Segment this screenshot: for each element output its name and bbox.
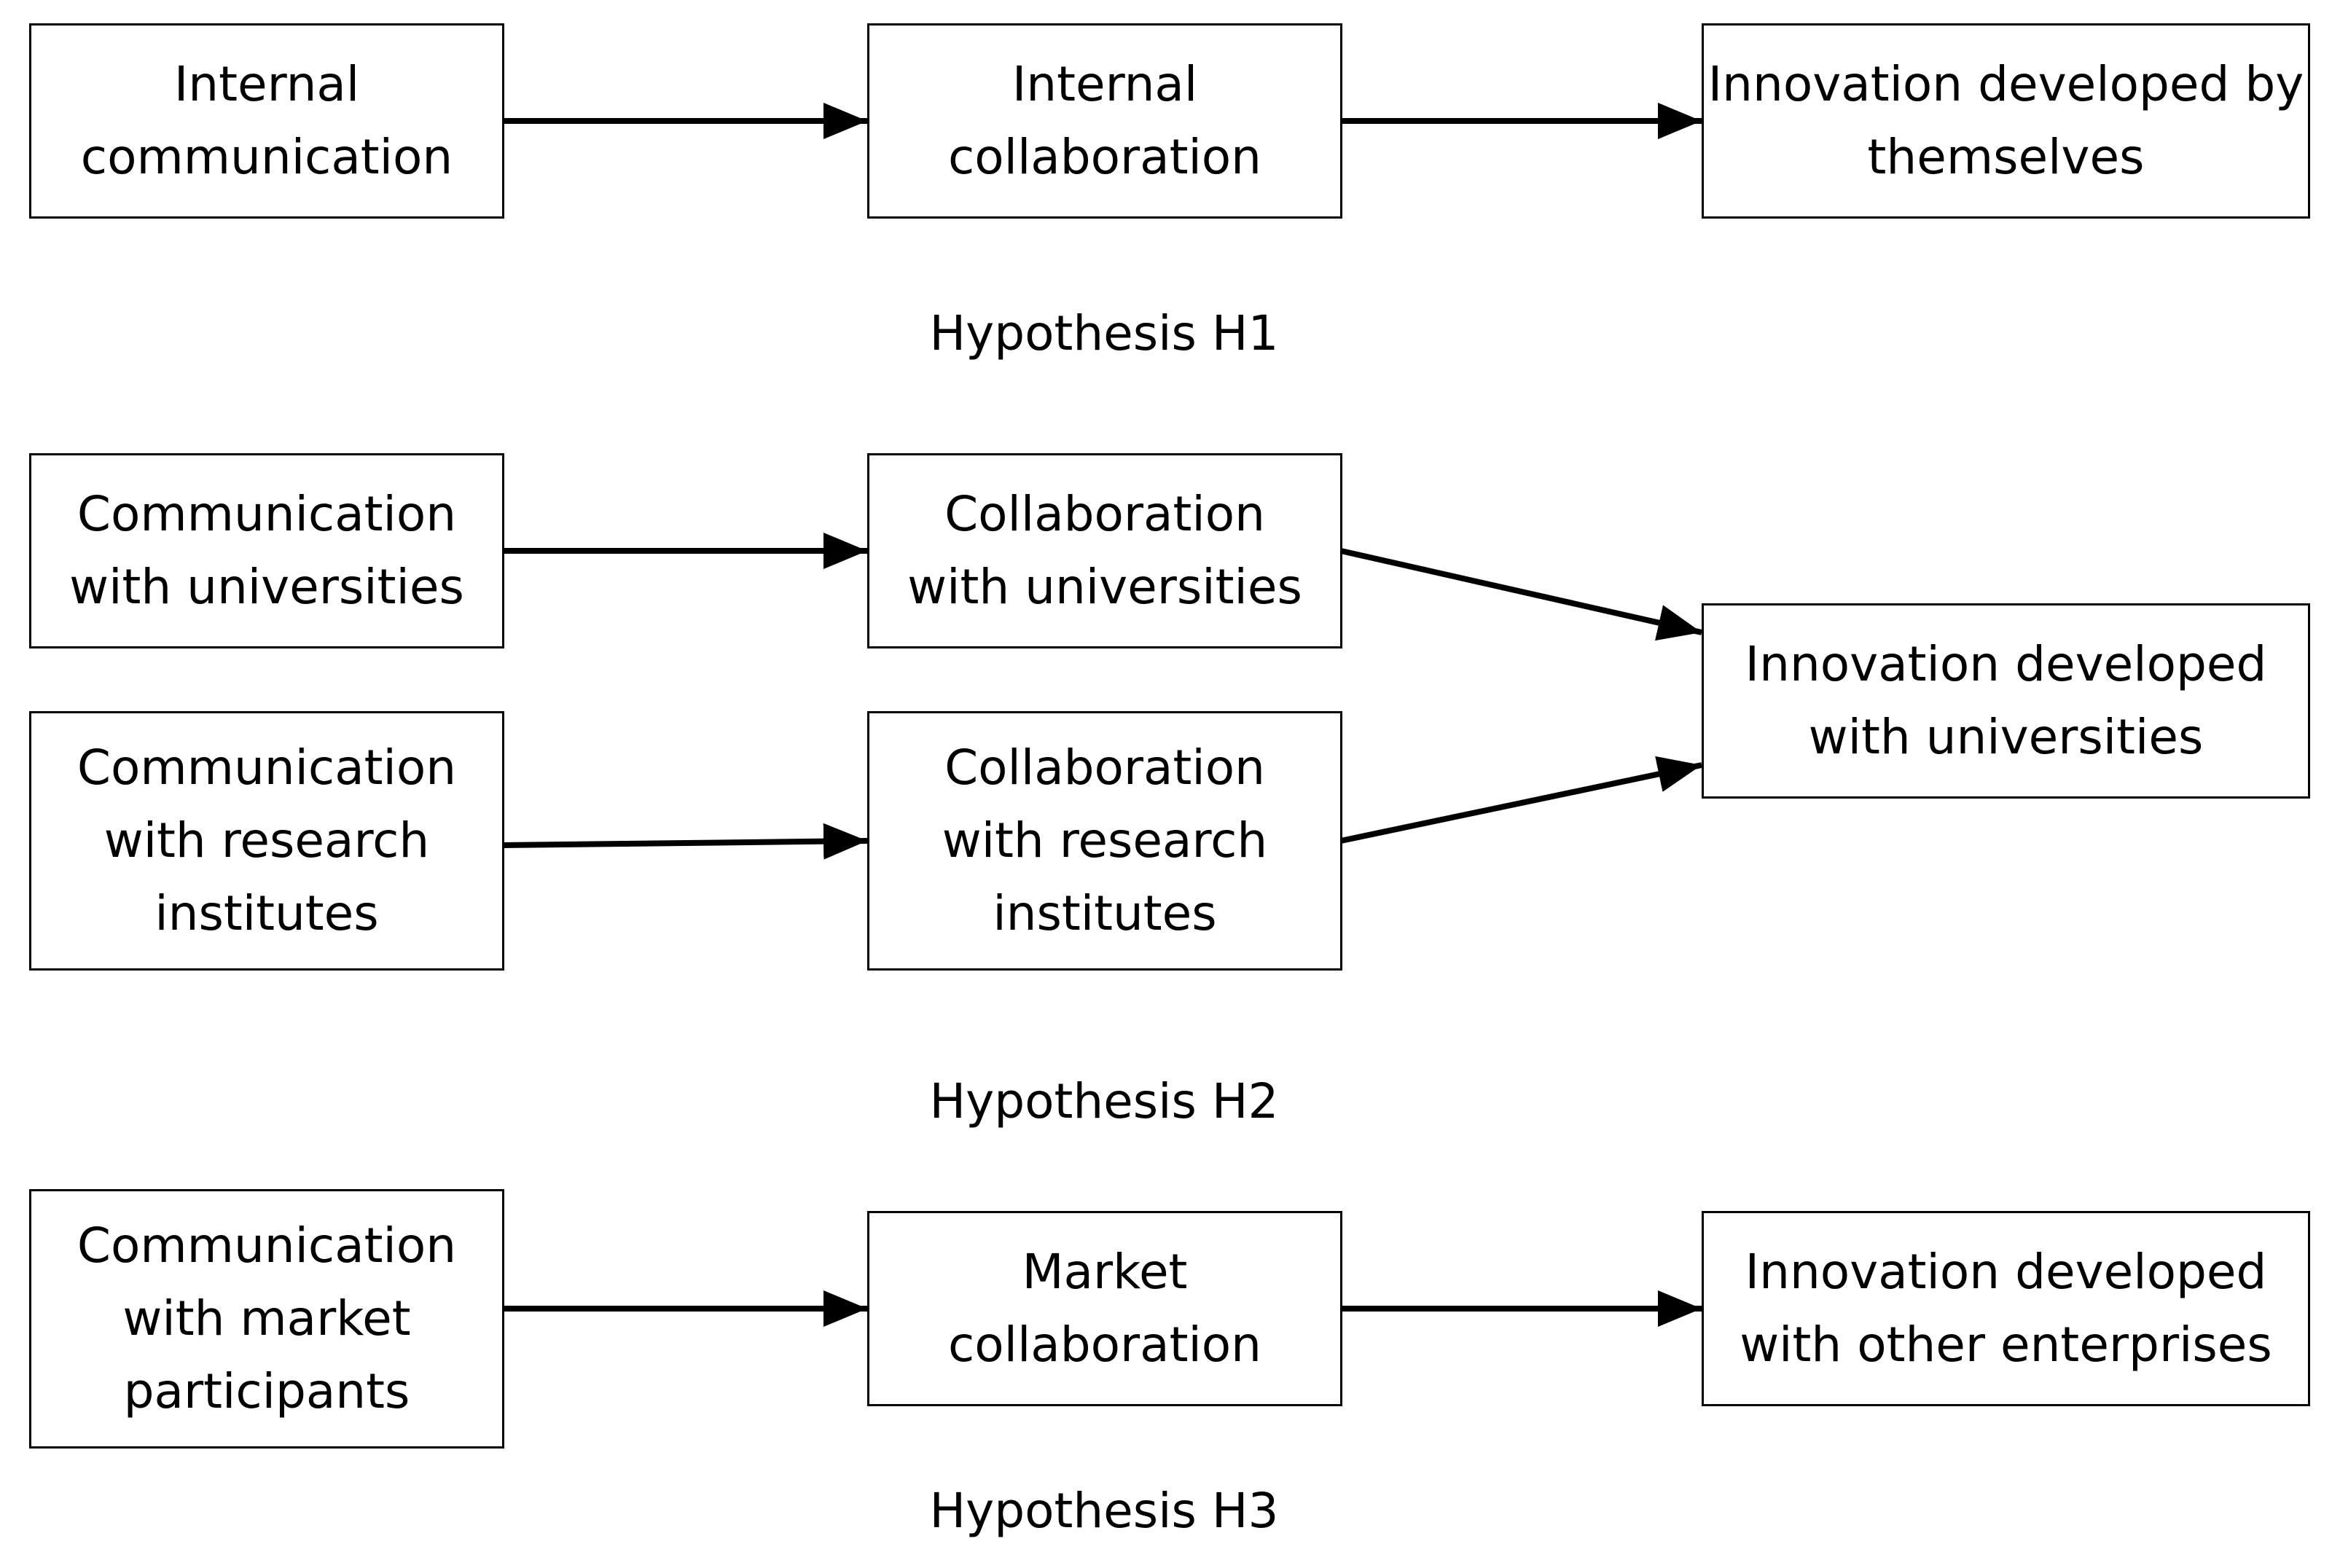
node-innovation-universities: Innovation developed with universities [1702,603,2310,799]
node-label: Innovation developed by themselves [1707,56,2304,185]
node-communication-market: Communication with market participants [29,1189,504,1449]
node-label: Communication with universities [69,486,464,615]
node-internal-communication: Internal communication [29,23,504,219]
node-market-collaboration: Market collaboration [867,1211,1342,1406]
node-label: Internal communication [80,56,453,185]
node-innovation-themselves: Innovation developed by themselves [1702,23,2310,219]
node-label: Innovation developed with other enterpri… [1740,1244,2272,1373]
node-collaboration-research: Collaboration with research institutes [867,711,1342,971]
node-communication-universities: Communication with universities [29,453,504,648]
node-label: Market collaboration [947,1244,1262,1373]
node-label: Collaboration with research institutes [942,740,1268,941]
node-communication-research: Communication with research institutes [29,711,504,971]
node-collaboration-universities: Collaboration with universities [867,453,1342,648]
hypothesis-h1-caption: Hypothesis H1 [929,305,1279,361]
arrow-collaboration-universities-to-innovation-universities [1340,548,1702,641]
node-internal-collaboration: Internal collaboration [867,23,1342,219]
arrow-communication-research-to-collaboration-research [502,823,868,860]
node-innovation-enterprises: Innovation developed with other enterpri… [1702,1211,2310,1406]
node-label: Internal collaboration [947,56,1262,185]
node-label: Communication with research institutes [77,740,457,941]
arrow-collaboration-research-to-innovation-universities [1340,756,1702,844]
node-label: Communication with market participants [77,1218,457,1419]
hypothesis-h2-caption: Hypothesis H2 [929,1073,1279,1129]
node-label: Innovation developed with universities [1745,636,2267,765]
hypothesis-h3-caption: Hypothesis H3 [929,1483,1279,1539]
node-label: Collaboration with universities [907,486,1302,615]
